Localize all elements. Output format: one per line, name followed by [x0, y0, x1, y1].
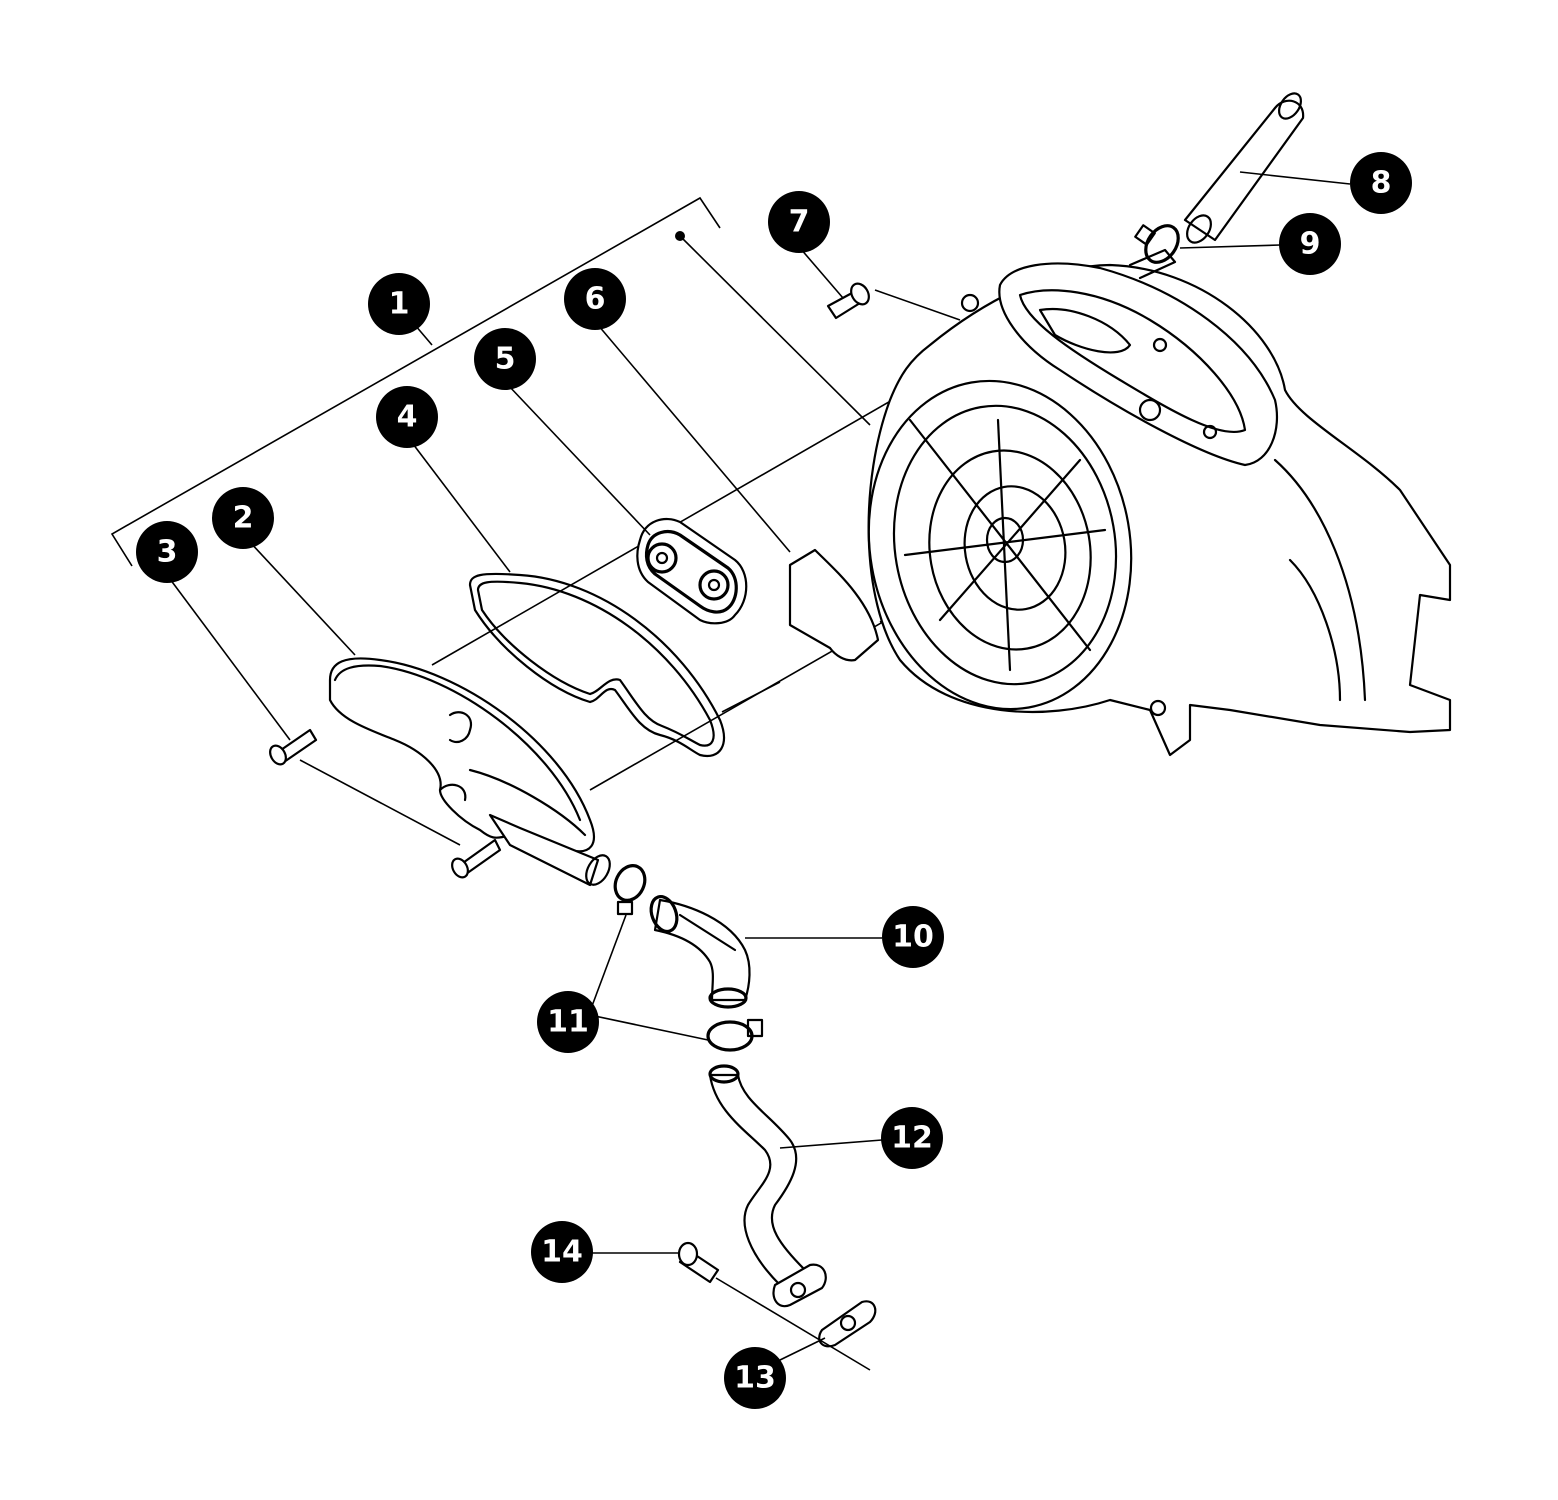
callout-13: 13: [724, 1347, 786, 1409]
part-9-clamp: [1134, 224, 1180, 264]
part-13-gasket: [818, 1300, 877, 1348]
callout-9: 9: [1279, 213, 1341, 275]
svg-text:9: 9: [1300, 227, 1321, 262]
blower-housing: [867, 248, 1452, 757]
callout-2: 2: [212, 487, 274, 549]
part-12-pipe: [708, 1064, 827, 1308]
callout-11: 11: [537, 991, 599, 1053]
callout-7: 7: [768, 191, 830, 253]
part-7-bolt: [826, 282, 870, 320]
part-10-elbow: [649, 894, 751, 1009]
callout-5: 5: [474, 328, 536, 390]
svg-text:4: 4: [397, 400, 418, 435]
part-14-bolt: [677, 1241, 871, 1371]
svg-text:13: 13: [734, 1361, 776, 1396]
part-8-hose: [1183, 92, 1305, 244]
part-6-plate: [788, 548, 880, 662]
svg-text:7: 7: [789, 205, 810, 240]
callout-4: 4: [376, 386, 438, 448]
svg-text:11: 11: [547, 1005, 589, 1040]
callout-8: 8: [1350, 152, 1412, 214]
part-11-clamps: [613, 864, 764, 1052]
svg-text:1: 1: [389, 287, 410, 322]
svg-text:3: 3: [157, 535, 178, 570]
part-5-filter-element: [636, 517, 748, 625]
callout-10: 10: [882, 906, 944, 968]
callout-1: 1: [368, 273, 430, 335]
part-3-screws: [269, 728, 502, 879]
svg-text:10: 10: [892, 920, 934, 955]
callout-3: 3: [136, 521, 198, 583]
svg-text:12: 12: [891, 1121, 933, 1156]
callout-leaders: [166, 171, 1351, 1361]
part-4-gasket: [468, 572, 725, 758]
part-2-cover: [328, 657, 611, 887]
callout-14: 14: [531, 1221, 593, 1283]
svg-text:14: 14: [541, 1235, 583, 1270]
svg-text:5: 5: [495, 342, 516, 377]
svg-text:8: 8: [1371, 166, 1392, 201]
callout-12: 12: [881, 1107, 943, 1169]
callout-6: 6: [564, 268, 626, 330]
svg-text:6: 6: [585, 282, 606, 317]
svg-text:2: 2: [233, 501, 254, 536]
